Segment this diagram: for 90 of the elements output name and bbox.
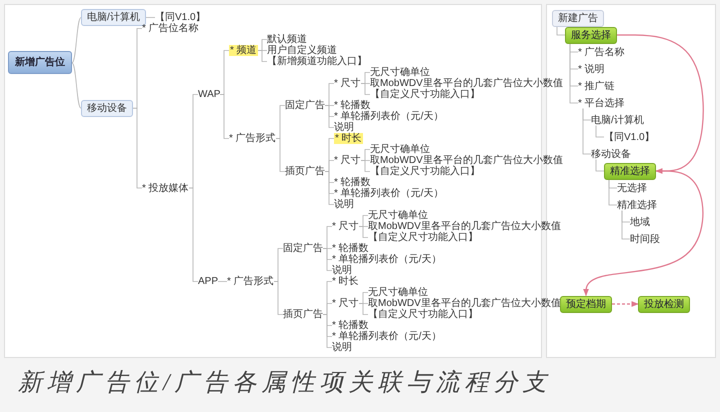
branch-box: 移动设备 — [81, 100, 133, 117]
highlighted-label: * 时长 — [334, 133, 363, 144]
topic-label: 时间段 — [630, 234, 660, 244]
connector-line — [596, 159, 604, 172]
arrow — [612, 301, 639, 307]
connector-line — [358, 303, 368, 315]
topic-label: * 时长 — [332, 276, 359, 287]
topic-label: 无选择 — [617, 182, 647, 194]
connector-line — [218, 281, 228, 282]
topic-label: * 广告位名称 — [142, 23, 199, 34]
topic-label: * 轮播数 — [334, 100, 371, 111]
topic-label: 说明 — [334, 199, 354, 210]
connector-line — [72, 62, 82, 109]
connector-line — [276, 138, 286, 172]
topic-label: * 尺寸 — [334, 78, 361, 89]
topic-label: 【同V1.0】 — [155, 12, 206, 23]
topic-label: * 投放媒体 — [142, 182, 189, 194]
step-box: 预定档期 — [560, 296, 612, 312]
topic-label: 取MobWDV里各平台的几套广告位大小数值 — [368, 298, 561, 309]
connector-line — [360, 83, 370, 95]
topic-label: 默认频道 — [267, 34, 307, 45]
step-box: 服务选择 — [565, 26, 617, 44]
topic-label: * 轮播数 — [332, 243, 369, 254]
connector-line — [188, 188, 198, 282]
topic-label: 无尺寸确单位 — [368, 210, 428, 221]
topic-label: 无尺寸确单位 — [370, 67, 430, 78]
topic-box: 新增广告位 — [8, 51, 72, 74]
topic-label: 说明 — [332, 265, 352, 276]
topic-label: 地域 — [630, 216, 650, 228]
topic-label: * 单轮播列表价（元/天） — [334, 111, 444, 122]
topic-label: * 尺寸 — [332, 298, 359, 309]
topic-label: WAP — [198, 89, 220, 100]
connector-line — [324, 171, 334, 205]
topic-label: 用户自定义频道 — [267, 45, 337, 56]
connector-line — [220, 94, 230, 139]
step-box: 精准选择 — [604, 162, 656, 180]
topic-label: 无尺寸确单位 — [368, 287, 428, 298]
topic-label: 取MobWDV里各平台的几套广告位大小数值 — [368, 221, 561, 232]
topic-label: 【自定义尺寸功能入口】 — [370, 166, 480, 177]
highlighted-label: * 频道 — [229, 45, 258, 56]
topic-label: * 尺寸 — [334, 155, 361, 166]
topic-label: * 广告形式 — [229, 133, 276, 144]
topic-label: * 轮播数 — [334, 177, 371, 188]
topic-label: 【自定义尺寸功能入口】 — [368, 232, 478, 243]
topic-label: * 说明 — [578, 64, 605, 74]
topic-label: * 单轮播列表价（元/天） — [332, 331, 442, 342]
topic-box: 新建广告 — [552, 10, 604, 26]
topic-label: 【自定义尺寸功能入口】 — [368, 309, 478, 320]
connector-line — [582, 108, 592, 154]
connector-line — [322, 314, 332, 348]
topic-label: * 单轮播列表价（元/天） — [334, 188, 444, 199]
connector-line — [360, 160, 370, 172]
topic-label: 取MobWDV里各平台的几套广告位大小数值 — [370, 78, 563, 89]
arrow — [617, 34, 704, 174]
topic-label: 【新增频道功能入口】 — [267, 56, 367, 67]
topic-label: 移动设备 — [591, 148, 631, 160]
connector-line — [146, 17, 156, 18]
topic-label: 固定广告 — [283, 243, 323, 254]
topic-label: * 推广链 — [578, 80, 615, 92]
connector-line — [274, 281, 284, 315]
arrow — [583, 170, 704, 296]
connector-line — [132, 108, 142, 188]
topic-label: 说明 — [332, 342, 352, 353]
topic-label: * 轮播数 — [332, 320, 369, 331]
topic-label: 电脑/计算机 — [591, 114, 644, 126]
topic-label: 【自定义尺寸功能入口】 — [370, 89, 480, 100]
topic-label: 固定广告 — [285, 100, 325, 111]
connector-line — [358, 226, 368, 238]
topic-label: APP — [198, 276, 218, 287]
topic-label: * 广告形式 — [227, 276, 274, 287]
connector-line — [570, 43, 578, 104]
topic-label: * 广告名称 — [578, 46, 625, 58]
connector-line — [622, 210, 630, 240]
topic-label: 插页广告 — [283, 309, 323, 320]
connector-line — [596, 125, 604, 138]
topic-label: 精准选择 — [617, 200, 657, 210]
step-box: 投放检测 — [638, 296, 690, 312]
topic-label: 插页广告 — [285, 166, 325, 177]
topic-label: 无尺寸确单位 — [370, 144, 430, 155]
topic-label: * 尺寸 — [332, 221, 359, 232]
topic-label: 【同V1.0】 — [604, 132, 655, 142]
caption: 新增广告位/广告各属性项关联与流程分支 — [18, 368, 552, 398]
topic-label: * 平台选择 — [578, 98, 625, 108]
topic-label: * 单轮播列表价（元/天） — [332, 254, 442, 265]
connector-line — [72, 17, 82, 64]
connector-line — [556, 26, 566, 36]
topic-label: 说明 — [334, 122, 354, 133]
topic-label: 取MobWDV里各平台的几套广告位大小数值 — [370, 155, 563, 166]
connector-line — [608, 179, 618, 206]
connector-line — [258, 50, 268, 62]
